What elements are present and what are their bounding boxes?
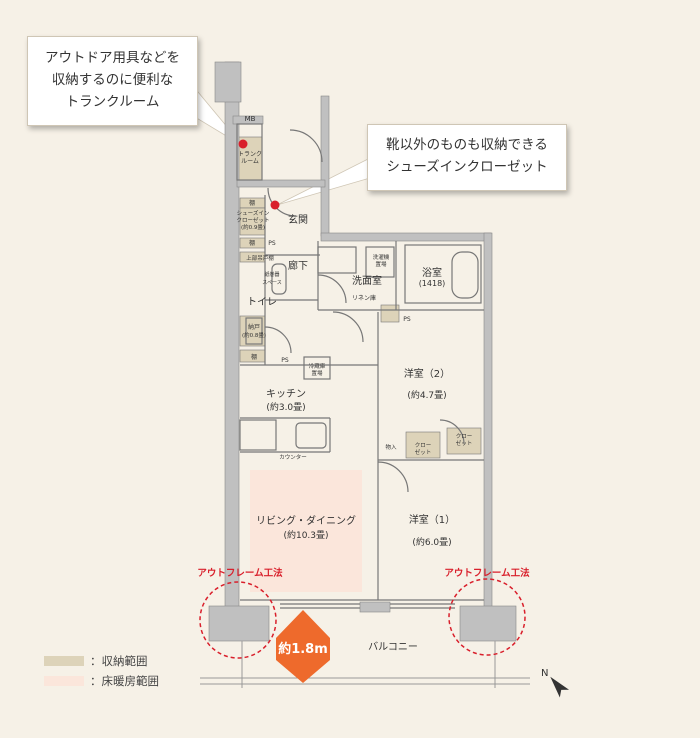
floor-heating-area [250,470,362,592]
closet-label: クロー [415,442,432,449]
linen-label: リネン庫 [352,294,376,302]
compass-n: N [541,668,548,679]
callout-shoes-in-closet: 靴以外のものも収納できる シューズインクローゼット [367,124,567,191]
storage-label: 納戸 [248,323,260,331]
callout-trunk-line2: 収納するのに便利な [51,72,174,88]
shelf-label: 棚 [249,199,255,207]
counter-label: カウンター [279,453,307,461]
interior-partitions [236,123,484,609]
legend-storage-text: ：収納範囲 [90,654,148,668]
living-label: リビング・ダイニング [256,514,356,527]
balcony-rail [200,641,530,688]
shoe-closet-label-2: クローゼット [236,216,269,224]
mb-label: MB [245,115,256,123]
ps-label-2: PS [281,357,289,364]
paper-holder-label: 紙巻器 [264,271,279,278]
walls [208,61,517,642]
callout-shoe-line2: シューズインクローゼット [386,159,548,175]
western-2-label: 洋室（2） [404,367,450,380]
callout-trunk-room: アウトドア用具などを 収納するのに便利な トランクルーム [27,36,198,126]
kitchen-size: (約3.0畳) [266,401,305,413]
paper-holder-label-2: スペース [262,280,281,286]
outframe-label-right: アウトフレーム工法 [444,567,530,579]
bath-size: (1418) [419,279,446,288]
legend-heating: ：床暖房範囲 [44,673,159,689]
mono-storage-label: 物入 [385,443,397,451]
toilet-label: トイレ [247,297,277,308]
marker-shoe-closet [270,200,280,210]
balcony-label: バルコニー [368,641,418,653]
legend-heating-text: ：床暖房範囲 [90,674,159,688]
upper-cabinet-label: 上部吊戸棚 [246,254,274,262]
legend-storage: ：収納範囲 [44,653,148,669]
ps-label-3: PS [403,316,411,323]
storage-size: (約0.8畳) [242,331,266,339]
washroom-label: 洗面室 [352,274,382,287]
outframe-circle-left [199,581,277,659]
storage-areas [236,136,482,459]
depth-label: 約1.8m [278,641,328,657]
legend-heating-swatch [44,676,84,686]
ps-label-1: PS [268,240,276,247]
room-labels: MB トランク ルーム 棚 シューズイン クローゼット (約0.9畳) 棚 PS… [236,115,472,653]
outframe-label-left: アウトフレーム工法 [197,567,283,579]
washer-label-2: 置場 [375,260,387,268]
western-1-label: 洋室（1） [409,513,455,526]
closet-label-4: ゼット [456,439,473,447]
closet-label-3: クロー [456,433,473,440]
shoe-closet-label: シューズイン [237,209,270,217]
legend-storage-swatch [44,656,84,666]
callout-trunk-line3: トランクルーム [65,94,160,110]
fridge-label-2: 置場 [311,369,323,377]
western-2-size: (約4.7畳) [407,389,446,401]
trunk-room-label: トランク [238,151,262,158]
kitchen-label: キッチン [266,388,306,400]
shelf-label-3: 棚 [251,353,257,361]
fridge-label: 冷蔵庫 [309,362,326,370]
washer-label: 洗濯機 [373,253,390,261]
closet-label-2: ゼット [415,448,432,456]
trunk-room-label-2: ルーム [241,158,259,165]
hallway-label: 廊下 [288,259,308,272]
outframe-circle-right [448,578,526,656]
western-1-size: (約6.0畳) [412,536,451,548]
depth-arrow-mask [284,638,322,660]
bath-label: 浴室 [422,266,442,279]
living-size: (約10.3畳) [283,529,328,541]
marker-trunk-room [238,139,248,149]
north-arrow-icon [550,676,570,698]
genkan-label: 玄関 [288,213,308,226]
shelf-label-2: 棚 [249,239,255,247]
shoe-closet-size: (約0.9畳) [241,223,265,231]
callout-trunk-line1: アウトドア用具などを [45,50,180,66]
callout-shoe-line1: 靴以外のものも収納できる [386,137,548,153]
